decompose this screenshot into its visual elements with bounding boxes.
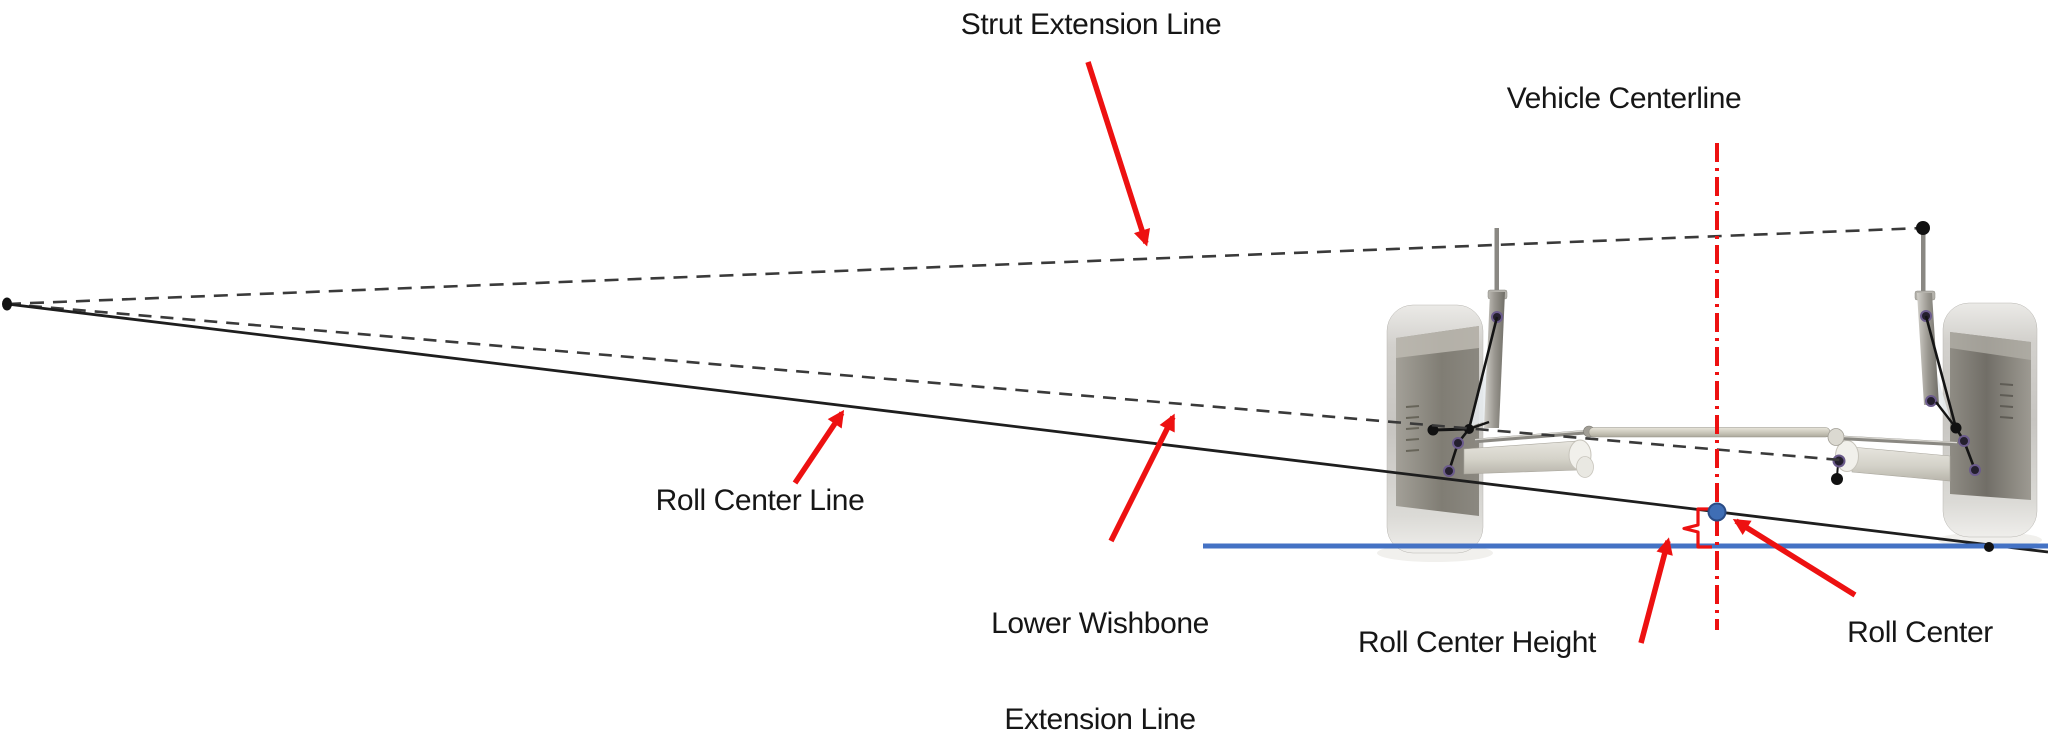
roll-center-height-label: Roll Center Height — [1358, 626, 1596, 659]
left-wheel-inner-face — [1396, 326, 1479, 516]
right-wheel-rim-sheen — [1950, 332, 2031, 360]
left-knuckle-pivot-dot — [1452, 437, 1464, 449]
right-wishbone-hanging-dot — [1831, 473, 1843, 485]
suspension-diagram-canvas — [2, 61, 2048, 644]
right-lower-pivot-dot — [1969, 464, 1981, 476]
right-tie-rod — [1843, 435, 1958, 447]
lower-wishbone-label-line2: Extension Line — [1004, 703, 1196, 736]
right-wheel — [1942, 302, 2038, 538]
construction-geometry — [2, 143, 2048, 630]
right-knuckle-dot — [1950, 422, 1962, 434]
steering-rack-assembly — [1474, 425, 1958, 447]
strut-extension-line-label: Strut Extension Line — [960, 8, 1222, 41]
lower-wishbone-extension-line-label: Lower Wishbone Extension Line — [991, 552, 1209, 744]
instant-center-dot — [2, 297, 12, 311]
suspension-render — [1377, 228, 2042, 562]
strut-extension-dashed-line — [6, 226, 1924, 306]
roll-center-height-arrow-icon — [1638, 537, 1673, 644]
lower-wishbone-label-line1: Lower Wishbone — [991, 607, 1209, 640]
strut-top-mount-dot — [1916, 221, 1930, 235]
right-wishbone-arm — [1851, 446, 1951, 482]
roll-center-arrow-icon — [1732, 518, 1857, 598]
roll-center-line-arrow-icon — [792, 409, 845, 485]
left-tie-rod — [1474, 429, 1589, 444]
annotation-arrows — [792, 61, 1857, 644]
left-lower-pivot-dot — [1443, 465, 1455, 477]
left-tie-rod-highlight — [1474, 430, 1589, 441]
lower-wishbone-extension-dashed-line — [6, 302, 1841, 462]
right-lower-wishbone — [1835, 440, 1951, 482]
right-knuckle-pivot-dot — [1958, 435, 1970, 447]
right-strut-tube — [1917, 293, 1939, 405]
lower-wishbone-arrow-icon — [1108, 413, 1176, 543]
left-wishbone-reference-dot — [1427, 424, 1439, 436]
left-knuckle-dot — [1464, 424, 1474, 434]
rack-end-ball-joint — [1827, 428, 1845, 446]
strut-extension-arrow-icon — [1085, 61, 1151, 247]
left-strut-tube — [1484, 292, 1505, 428]
left-wheel-rim-sheen — [1396, 326, 1479, 358]
right-strut-lower-pivot-dot — [1925, 395, 1937, 407]
right-strut — [1914, 233, 1939, 407]
left-strut — [1484, 228, 1508, 428]
rack-housing — [1588, 427, 1831, 438]
roll-center-label: Roll Center — [1847, 616, 1993, 649]
vehicle-centerline-label: Vehicle Centerline — [1506, 82, 1742, 115]
left-strut-rod — [1494, 228, 1499, 296]
right-strut-rod — [1921, 233, 1926, 295]
roll-center-line-label: Roll Center Line — [655, 484, 865, 517]
left-lower-wishbone — [1463, 439, 1594, 478]
left-wishbone-bushing-cap2 — [1576, 456, 1594, 478]
right-tie-rod-highlight — [1843, 436, 1958, 444]
ground-contact-dot — [1984, 542, 1994, 552]
right-wheel-tread-marks — [1999, 383, 2014, 419]
diagram-stage: Strut Extension Line Vehicle Centerline … — [2, 8, 2048, 736]
roll-center-dot-icon — [1707, 502, 1727, 522]
roll-center-height-brace-icon — [1682, 507, 1712, 549]
left-wheel-tread-marks — [1405, 405, 1420, 452]
